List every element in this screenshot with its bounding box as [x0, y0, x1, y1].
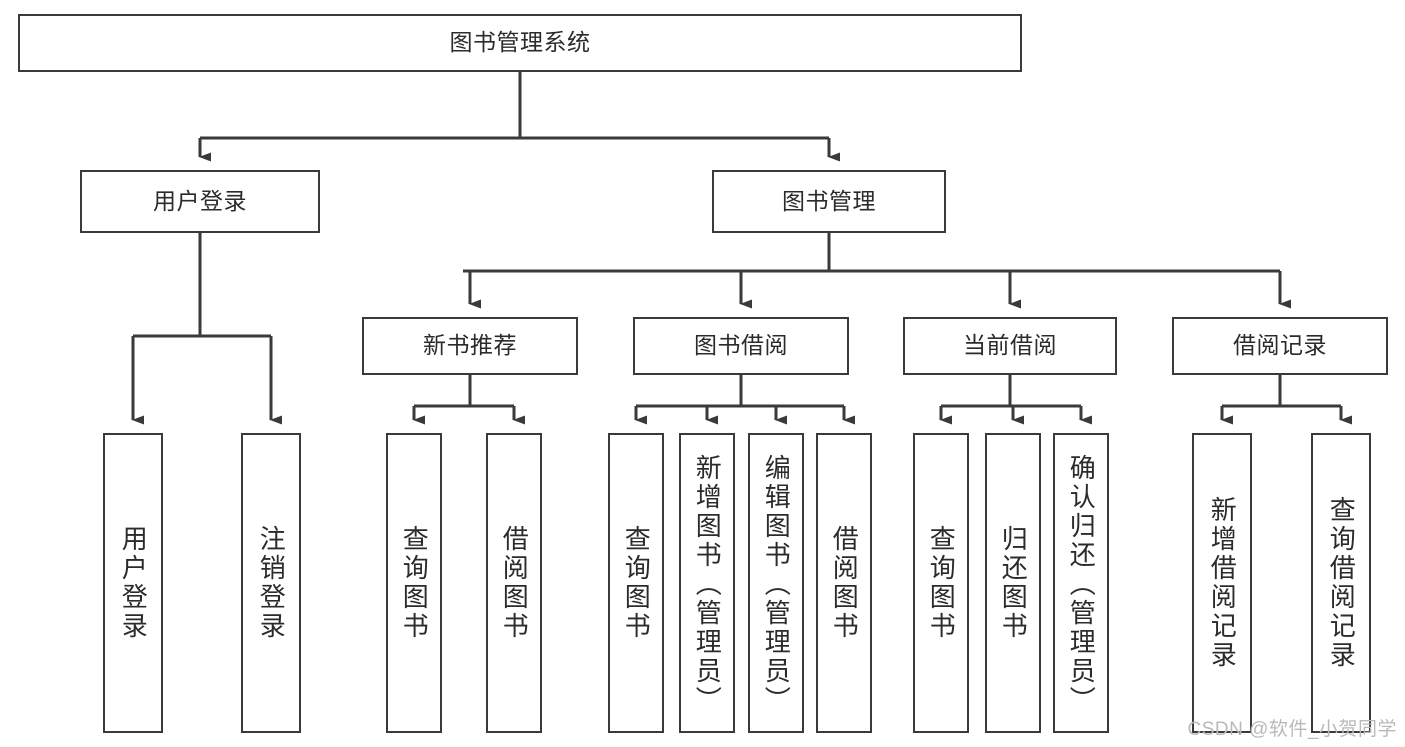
node-leaf-12-label: 查询借阅记录: [1326, 496, 1357, 670]
node-leaf-2[interactable]: 查询图书: [386, 433, 442, 733]
node-leaf-9-label: 归还图书: [998, 525, 1029, 641]
node-leaf-4[interactable]: 查询图书: [608, 433, 664, 733]
node-leaf-6[interactable]: 编辑图书（管理员）: [748, 433, 804, 733]
node-leaf-6-label: 编辑图书（管理员）: [761, 454, 792, 715]
node-leaf-10-label: 确认归还（管理员）: [1066, 454, 1097, 715]
node-level3-1-label: 图书借阅: [694, 332, 788, 359]
node-leaf-1[interactable]: 注销登录: [241, 433, 301, 733]
watermark-text: CSDN @软件_小贺同学: [1187, 719, 1397, 740]
node-leaf-3-label: 借阅图书: [499, 525, 530, 641]
node-root-system-label: 图书管理系统: [449, 29, 591, 56]
node-leaf-11[interactable]: 新增借阅记录: [1192, 433, 1252, 733]
node-level3-1[interactable]: 图书借阅: [633, 317, 849, 375]
node-leaf-10[interactable]: 确认归还（管理员）: [1053, 433, 1109, 733]
node-leaf-0-label: 用户登录: [118, 525, 149, 641]
node-leaf-0[interactable]: 用户登录: [103, 433, 163, 733]
node-leaf-5[interactable]: 新增图书（管理员）: [679, 433, 735, 733]
node-level3-0[interactable]: 新书推荐: [362, 317, 578, 375]
node-leaf-9[interactable]: 归还图书: [985, 433, 1041, 733]
node-leaf-2-label: 查询图书: [399, 525, 430, 641]
node-leaf-12[interactable]: 查询借阅记录: [1311, 433, 1371, 733]
node-root-system[interactable]: 图书管理系统: [18, 14, 1022, 72]
node-leaf-11-label: 新增借阅记录: [1207, 496, 1238, 670]
node-leaf-8[interactable]: 查询图书: [913, 433, 969, 733]
node-leaf-7[interactable]: 借阅图书: [816, 433, 872, 733]
node-level3-2[interactable]: 当前借阅: [903, 317, 1117, 375]
node-leaf-7-label: 借阅图书: [829, 525, 860, 641]
node-leaf-5-label: 新增图书（管理员）: [692, 454, 723, 715]
node-level2-0-label: 用户登录: [153, 187, 247, 214]
node-leaf-8-label: 查询图书: [926, 525, 957, 641]
node-leaf-1-label: 注销登录: [256, 525, 287, 641]
node-leaf-3[interactable]: 借阅图书: [486, 433, 542, 733]
node-level3-3-label: 借阅记录: [1233, 332, 1327, 359]
node-level3-3[interactable]: 借阅记录: [1172, 317, 1388, 375]
node-level2-0[interactable]: 用户登录: [80, 170, 320, 233]
node-level3-0-label: 新书推荐: [423, 332, 517, 359]
node-level3-2-label: 当前借阅: [963, 332, 1057, 359]
node-leaf-4-label: 查询图书: [621, 525, 652, 641]
node-level2-1[interactable]: 图书管理: [712, 170, 946, 233]
node-level2-1-label: 图书管理: [782, 187, 876, 214]
